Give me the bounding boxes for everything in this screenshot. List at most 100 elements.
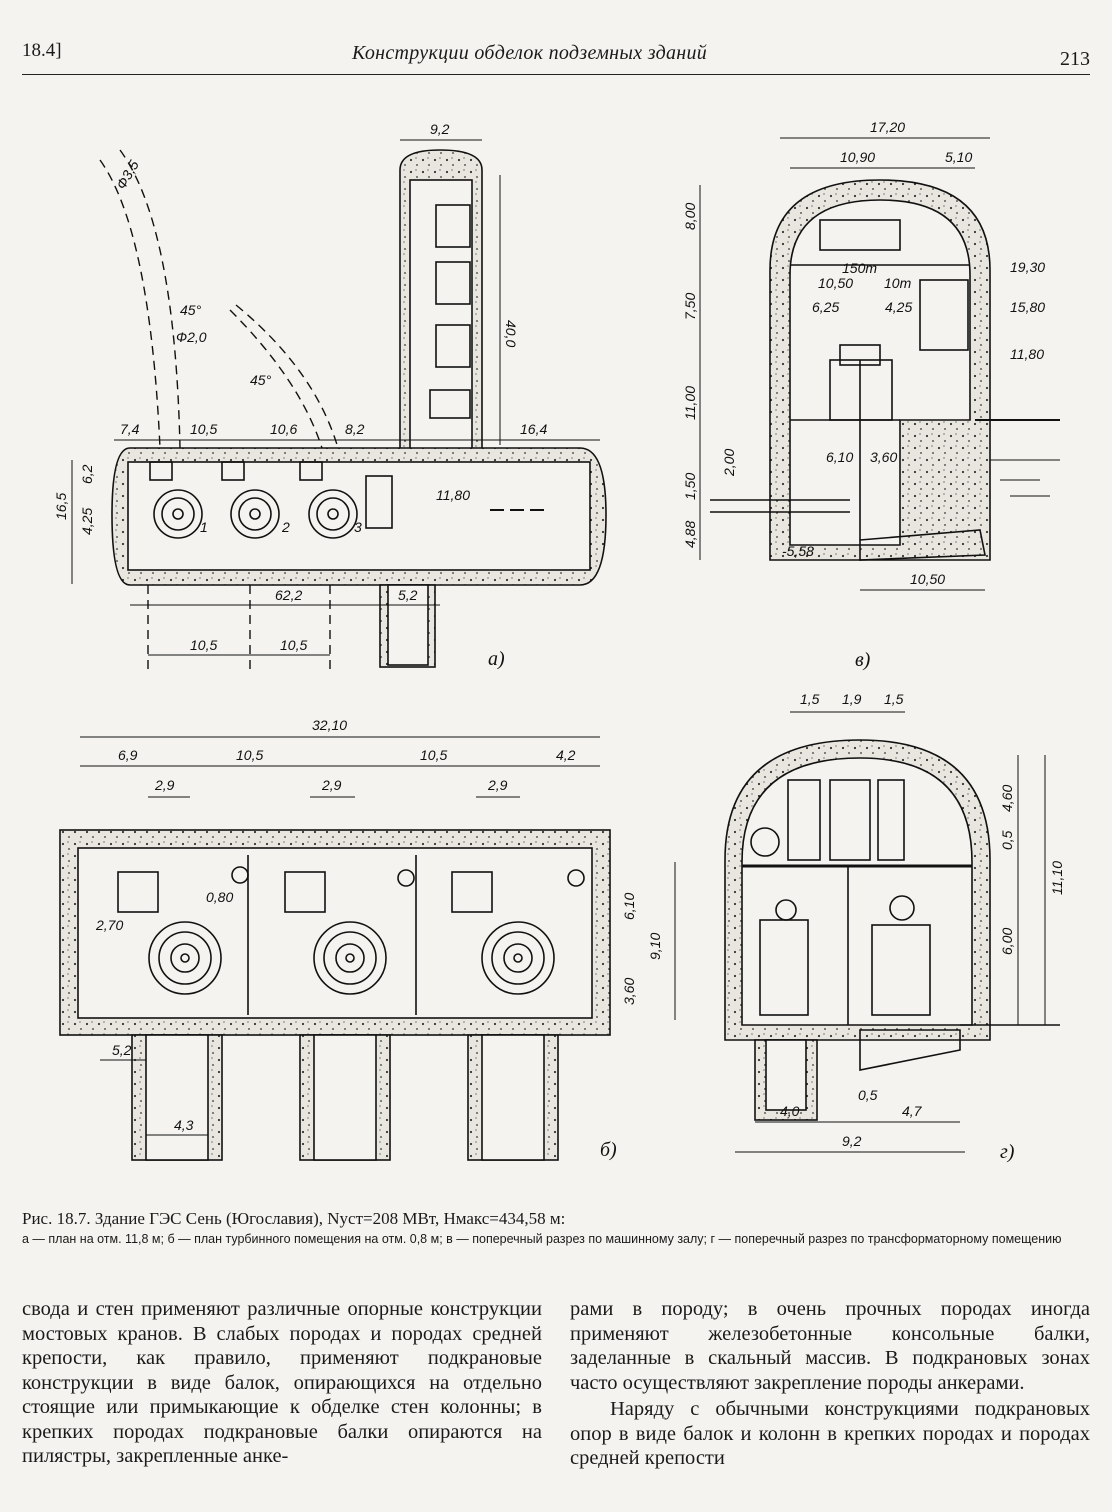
- panel-a-plan: [71, 139, 607, 670]
- svg-text:15,80: 15,80: [1010, 299, 1045, 315]
- svg-text:10,50: 10,50: [818, 275, 853, 291]
- svg-text:62,2: 62,2: [275, 587, 302, 603]
- svg-text:6,9: 6,9: [118, 747, 138, 763]
- svg-text:-5,58: -5,58: [782, 543, 814, 559]
- panel-v-label: в): [855, 649, 871, 671]
- svg-text:7,4: 7,4: [120, 421, 140, 437]
- svg-text:9,10: 9,10: [647, 933, 663, 960]
- svg-text:45°: 45°: [250, 372, 272, 388]
- panel-g-label: г): [1000, 1141, 1015, 1163]
- svg-text:45°: 45°: [180, 302, 202, 318]
- svg-text:6,00: 6,00: [999, 928, 1015, 955]
- svg-text:4,25: 4,25: [885, 299, 912, 315]
- svg-text:1,50: 1,50: [682, 473, 698, 500]
- svg-text:11,00: 11,00: [682, 386, 698, 420]
- svg-text:6,25: 6,25: [812, 299, 839, 315]
- svg-text:10,5: 10,5: [280, 637, 307, 653]
- svg-text:9,2: 9,2: [842, 1133, 862, 1149]
- header-rule: [22, 74, 1090, 75]
- paragraph: рами в породу; в очень прочных породах и…: [570, 1298, 1090, 1394]
- svg-text:11,80: 11,80: [1010, 346, 1044, 362]
- paragraph: Наряду с обычными конструкциями подкрано…: [570, 1398, 1090, 1469]
- svg-text:19,30: 19,30: [1010, 259, 1045, 275]
- svg-text:17,20: 17,20: [870, 119, 905, 135]
- body-column-left: свода и стен применяют различные опорные…: [22, 1297, 542, 1469]
- svg-text:4,60: 4,60: [999, 785, 1015, 812]
- svg-text:3,60: 3,60: [870, 449, 897, 465]
- svg-text:2,70: 2,70: [95, 917, 123, 933]
- panel-v-dims: 17,20 10,90 5,10 8,00 7,50 150т 10т 10,5…: [682, 119, 1045, 671]
- svg-text:10,5: 10,5: [190, 637, 217, 653]
- svg-text:5,10: 5,10: [945, 149, 972, 165]
- svg-text:8,2: 8,2: [345, 421, 365, 437]
- svg-text:8,00: 8,00: [682, 203, 698, 230]
- svg-text:4,88: 4,88: [682, 521, 698, 548]
- svg-text:0,5: 0,5: [999, 830, 1015, 850]
- svg-text:4,3: 4,3: [174, 1117, 194, 1133]
- svg-text:6,10: 6,10: [826, 449, 853, 465]
- panel-a-label: а): [488, 648, 505, 670]
- svg-text:10т: 10т: [884, 275, 912, 291]
- panel-g-dims: 1,5 1,9 1,5 4,60 0,5 11,10 6,00 0,5 4,0 …: [780, 691, 1065, 1163]
- svg-text:3: 3: [354, 519, 362, 535]
- svg-text:2,9: 2,9: [321, 777, 342, 793]
- turbine-1: [148, 921, 222, 995]
- svg-text:0,80: 0,80: [206, 889, 233, 905]
- svg-text:4,7: 4,7: [902, 1103, 923, 1119]
- svg-text:9,2: 9,2: [430, 121, 450, 137]
- turbine-2: [313, 921, 387, 995]
- svg-text:10,50: 10,50: [910, 571, 945, 587]
- svg-text:5,2: 5,2: [112, 1042, 132, 1058]
- paragraph: свода и стен применяют различные опорные…: [22, 1298, 542, 1467]
- unit-3: [308, 489, 358, 539]
- figure-18-7: 9,2 Ф3,5 45° Ф2,0 45° 40,0 7,4 10,5 10,6…: [53, 119, 1065, 1163]
- panel-b-label: б): [600, 1139, 617, 1161]
- panel-g-section: [724, 711, 1060, 1153]
- svg-text:1: 1: [200, 519, 208, 535]
- svg-text:Ф2,0: Ф2,0: [176, 329, 207, 345]
- unit-2: [230, 489, 280, 539]
- svg-text:10,6: 10,6: [270, 421, 297, 437]
- svg-text:40,0: 40,0: [503, 320, 519, 347]
- svg-text:32,10: 32,10: [312, 717, 347, 733]
- page-number: 213: [1060, 48, 1090, 70]
- caption-main: Рис. 18.7. Здание ГЭС Сень (Югославия), …: [22, 1209, 566, 1228]
- svg-text:10,5: 10,5: [420, 747, 447, 763]
- panel-b-plan: [59, 736, 676, 1161]
- svg-text:150т: 150т: [842, 260, 877, 276]
- body-column-right: рами в породу; в очень прочных породах и…: [570, 1297, 1090, 1471]
- svg-text:1,5: 1,5: [884, 691, 904, 707]
- panel-v-section: [699, 137, 1060, 591]
- svg-text:16,5: 16,5: [53, 493, 69, 520]
- running-header: 18.4] Конструкции обделок подземных здан…: [22, 34, 1090, 75]
- section-number: 18.4]: [22, 40, 62, 61]
- svg-text:5,2: 5,2: [398, 587, 418, 603]
- svg-text:1,5: 1,5: [800, 691, 820, 707]
- svg-text:4,2: 4,2: [556, 747, 576, 763]
- running-title: Конструкции обделок подземных зданий: [352, 42, 708, 64]
- svg-text:4,0: 4,0: [780, 1103, 800, 1119]
- svg-text:Ф3,5: Ф3,5: [113, 157, 142, 192]
- figure-caption: Рис. 18.7. Здание ГЭС Сень (Югославия), …: [22, 1208, 1092, 1247]
- svg-text:2,9: 2,9: [487, 777, 508, 793]
- svg-text:0,5: 0,5: [858, 1087, 878, 1103]
- svg-text:10,5: 10,5: [190, 421, 217, 437]
- svg-text:2,00: 2,00: [721, 449, 737, 477]
- svg-text:2,9: 2,9: [154, 777, 175, 793]
- turbine-3: [481, 921, 555, 995]
- svg-text:10,5: 10,5: [236, 747, 263, 763]
- svg-text:10,90: 10,90: [840, 149, 875, 165]
- svg-text:6,10: 6,10: [621, 893, 637, 920]
- svg-text:7,50: 7,50: [682, 293, 698, 320]
- svg-text:3,60: 3,60: [621, 978, 637, 1005]
- panel-b-dims: 32,10 6,9 10,5 10,5 4,2 2,9 2,9 2,9 0,80…: [95, 717, 663, 1161]
- svg-text:16,4: 16,4: [520, 421, 547, 437]
- svg-text:1,9: 1,9: [842, 691, 862, 707]
- svg-text:2: 2: [281, 519, 290, 535]
- svg-text:6,2: 6,2: [79, 464, 95, 484]
- svg-text:4,25: 4,25: [79, 508, 95, 535]
- svg-text:11,10: 11,10: [1049, 861, 1065, 895]
- unit-1: [153, 489, 203, 539]
- caption-legend: а — план на отм. 11,8 м; б — план турбин…: [22, 1232, 1062, 1246]
- svg-text:11,80: 11,80: [436, 487, 470, 503]
